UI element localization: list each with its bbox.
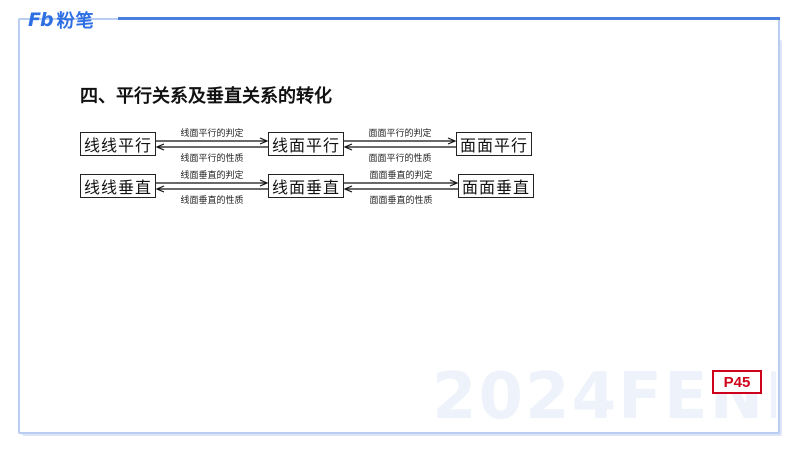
slide-top-accent-line [118,17,780,20]
page-number-badge: P45 [712,370,762,394]
box-plane-plane-perpendicular: 面面垂直 [458,174,534,198]
brand-name: 粉笔 [56,11,95,32]
slide-frame [18,18,780,434]
label-line-plane-perpendicular-criterion: 线面垂直的判定 [180,171,244,181]
box-plane-plane-parallel: 面面平行 [456,132,532,156]
arrow-pair-plane-plane-parallel [343,137,457,151]
arrow-pair-line-plane-parallel [155,137,269,151]
label-plane-plane-perpendicular-criterion: 面面垂直的判定 [369,171,433,181]
label-plane-plane-parallel-property: 面面平行的性质 [368,154,432,164]
box-line-line-parallel: 线线平行 [80,132,156,156]
box-line-line-perpendicular: 线线垂直 [80,174,156,198]
label-plane-plane-parallel-criterion: 面面平行的判定 [368,129,432,139]
label-line-plane-perpendicular-property: 线面垂直的性质 [180,196,244,206]
brand-logo: Fb 粉笔 [28,9,95,32]
arrow-pair-line-plane-perpendicular [155,179,269,193]
box-line-plane-parallel: 线面平行 [268,132,344,156]
label-plane-plane-perpendicular-property: 面面垂直的性质 [369,196,433,206]
section-title: 四、平行关系及垂直关系的转化 [80,86,332,107]
label-line-plane-parallel-property: 线面平行的性质 [180,154,244,164]
arrow-pair-plane-plane-perpendicular [343,179,459,193]
brand-logo-icon: Fb [28,9,54,31]
label-line-plane-parallel-criterion: 线面平行的判定 [180,129,244,139]
box-line-plane-perpendicular: 线面垂直 [268,174,344,198]
